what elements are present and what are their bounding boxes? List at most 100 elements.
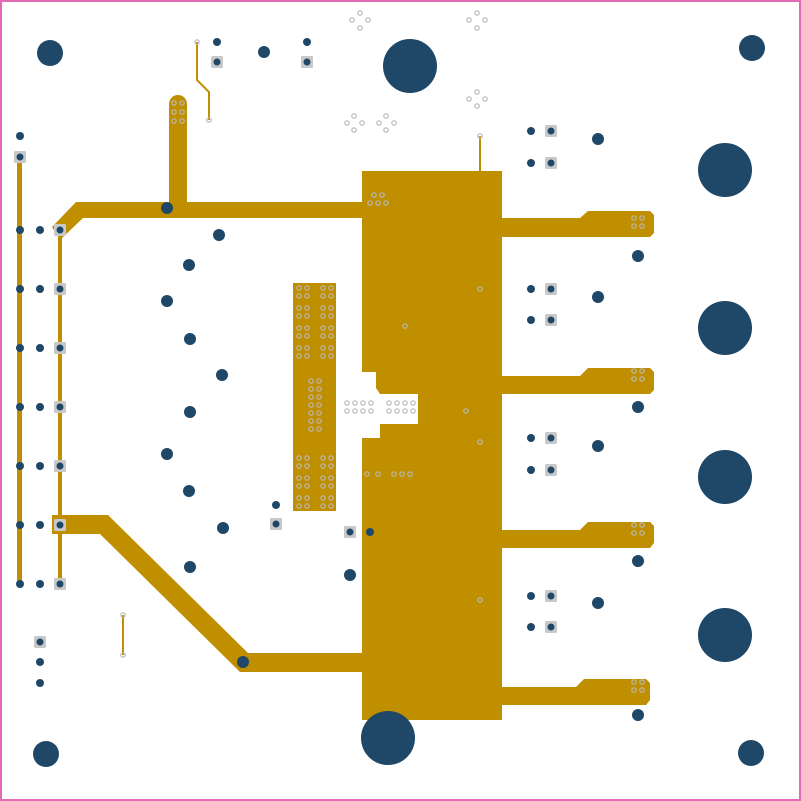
via [308, 394, 314, 400]
drill-hole [16, 521, 24, 529]
drill-hole [592, 440, 604, 452]
via [308, 378, 314, 384]
copper-layer [17, 42, 654, 720]
via [304, 455, 310, 461]
drill-hole [632, 709, 644, 721]
via [639, 522, 645, 528]
upper-bus-trace [52, 202, 364, 240]
via [206, 117, 212, 123]
pad-hole [547, 316, 555, 324]
pad-hole [272, 520, 280, 528]
via [631, 530, 637, 536]
drill-hole [36, 344, 44, 352]
via [171, 109, 177, 115]
drill-hole [303, 38, 311, 46]
drill-hole [184, 561, 196, 573]
via [482, 96, 488, 102]
drill-hole [592, 291, 604, 303]
drill-hole [16, 226, 24, 234]
drill-hole [183, 485, 195, 497]
via [364, 471, 370, 477]
drill-hole [36, 285, 44, 293]
drill-hole [527, 466, 535, 474]
drill-hole [36, 403, 44, 411]
via [474, 25, 480, 31]
via [316, 386, 322, 392]
drill-hole [344, 569, 356, 581]
via [320, 333, 326, 339]
via [477, 286, 483, 292]
mounting-hole [361, 711, 415, 765]
drill-hole [527, 434, 535, 442]
via [477, 133, 483, 139]
via [371, 192, 377, 198]
drill-hole [37, 40, 63, 66]
via [308, 426, 314, 432]
pad-hole [547, 434, 555, 442]
mounting-hole [383, 39, 437, 93]
via [383, 200, 389, 206]
trace-top-left [196, 42, 210, 120]
via [296, 325, 302, 331]
via [320, 455, 326, 461]
via [410, 408, 416, 414]
via [320, 463, 326, 469]
via [194, 39, 200, 45]
via [304, 305, 310, 311]
via [639, 679, 645, 685]
via [296, 483, 302, 489]
pad-hole [547, 592, 555, 600]
mounting-hole [698, 608, 752, 662]
via [304, 333, 310, 339]
via [304, 345, 310, 351]
via [386, 408, 392, 414]
via [328, 455, 334, 461]
main-copper-pour [362, 171, 502, 720]
via [357, 25, 363, 31]
via [320, 285, 326, 291]
via [639, 215, 645, 221]
drill-hole [16, 403, 24, 411]
via [631, 215, 637, 221]
via [631, 679, 637, 685]
via [368, 408, 374, 414]
via [308, 402, 314, 408]
via [344, 120, 350, 126]
drill-hole [258, 46, 270, 58]
via [320, 345, 326, 351]
via [296, 463, 302, 469]
via [328, 293, 334, 299]
left-rail [17, 155, 22, 585]
drill-hole [161, 295, 173, 307]
drill-hole [632, 401, 644, 413]
via [316, 378, 322, 384]
pad-hole [547, 623, 555, 631]
via [304, 503, 310, 509]
via [344, 400, 350, 406]
via [639, 376, 645, 382]
drill-hole [36, 521, 44, 529]
via [375, 200, 381, 206]
drill-hole [217, 522, 229, 534]
via [466, 17, 472, 23]
via [474, 103, 480, 109]
via [359, 120, 365, 126]
via [379, 192, 385, 198]
drill-hole [739, 35, 765, 61]
via [639, 223, 645, 229]
via [328, 463, 334, 469]
via [386, 400, 392, 406]
pad-hole [36, 638, 44, 646]
via [316, 410, 322, 416]
via [308, 410, 314, 416]
output-finger-1 [502, 211, 654, 237]
drill-hole [213, 38, 221, 46]
via [296, 455, 302, 461]
drill-hole [161, 448, 173, 460]
output-finger-3 [502, 522, 654, 548]
via [304, 353, 310, 359]
via [328, 345, 334, 351]
via [402, 323, 408, 329]
inner-pad-block [293, 283, 336, 511]
drill-hole [16, 285, 24, 293]
